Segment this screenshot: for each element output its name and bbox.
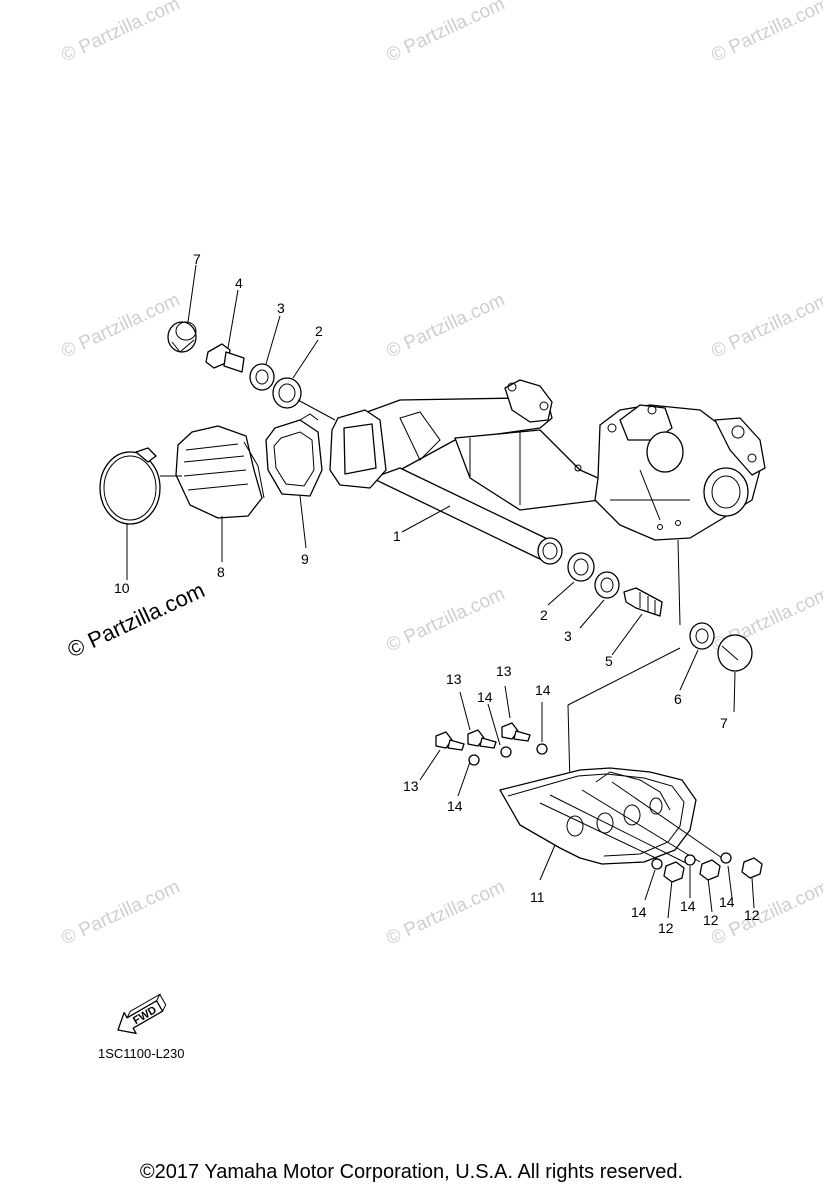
callout-11: 11 xyxy=(530,889,545,905)
callout-14-c: 14 xyxy=(447,798,463,814)
callout-8: 8 xyxy=(217,564,225,580)
part-8-boot xyxy=(175,425,265,519)
callout-2-top: 2 xyxy=(315,323,323,339)
part-14-collars xyxy=(468,743,732,870)
callout-13-a: 13 xyxy=(446,671,462,687)
part-11-guard-plate xyxy=(499,767,726,866)
part-12-nuts xyxy=(663,857,763,883)
callout-10: 10 xyxy=(114,580,130,596)
bolt xyxy=(467,729,497,749)
callout-13-c: 13 xyxy=(403,778,419,794)
callout-3-bottom: 3 xyxy=(564,628,572,644)
callout-12-a: 12 xyxy=(658,920,674,936)
watermark: © Partzilla.com xyxy=(708,289,823,362)
bolt xyxy=(501,722,531,742)
swingarm xyxy=(329,379,766,565)
part-3-seal-top xyxy=(249,363,275,391)
copyright-notice: ©2017 Yamaha Motor Corporation, U.S.A. A… xyxy=(139,1161,684,1183)
callout-5: 5 xyxy=(605,653,613,669)
callout-14-f: 14 xyxy=(719,894,735,910)
bolt xyxy=(435,731,465,751)
part-7-cap-bottom xyxy=(717,634,753,672)
callout-1: 1 xyxy=(393,528,401,544)
part-10-clamp-band xyxy=(99,447,182,525)
callout-13-b: 13 xyxy=(496,663,512,679)
part-6-nut xyxy=(689,622,715,650)
callout-9: 9 xyxy=(301,551,309,567)
callout-14-b: 14 xyxy=(535,682,551,698)
watermark: © Partzilla.com xyxy=(383,289,508,362)
watermark: © Partzilla.com xyxy=(58,876,183,949)
part-13-bolts xyxy=(435,722,531,751)
watermark: © Partzilla.com xyxy=(383,0,508,67)
part-3-seal-bottom xyxy=(594,571,620,599)
fwd-label: FWD xyxy=(131,1004,159,1027)
watermark: © Partzilla.com xyxy=(708,876,823,949)
callout-2-bottom: 2 xyxy=(540,607,548,623)
watermark: © Partzilla.com xyxy=(708,0,823,67)
callout-3-top: 3 xyxy=(277,300,285,316)
part-2-bearing-bottom xyxy=(567,552,595,582)
callout-7-bottom: 7 xyxy=(720,715,728,731)
callout-12-c: 12 xyxy=(744,907,760,923)
watermark: © Partzilla.com xyxy=(383,583,508,656)
part-7-cap-top xyxy=(167,321,197,353)
callout-14-d: 14 xyxy=(631,904,647,920)
watermark: © Partzilla.com xyxy=(58,0,183,67)
callout-14-a: 14 xyxy=(477,689,493,705)
callout-14-e: 14 xyxy=(680,898,696,914)
part-5-pivot-shaft xyxy=(623,587,663,617)
leader-lines xyxy=(126,264,755,919)
fwd-arrow-icon: FWD xyxy=(117,993,167,1035)
callout-7-top: 7 xyxy=(193,251,201,267)
part-2-bearing-top xyxy=(272,377,336,421)
watermark-large: © Partzilla.com xyxy=(64,577,209,662)
part-4-pivot-bolt xyxy=(205,343,245,373)
part-9-gasket xyxy=(265,413,323,497)
diagram-reference-code: 1SC1100-L230 xyxy=(98,1046,185,1061)
callout-labels: 1 2 2 3 3 4 5 6 7 7 8 9 10 11 12 12 12 1… xyxy=(114,251,760,936)
callout-12-b: 12 xyxy=(703,912,719,928)
watermark: © Partzilla.com xyxy=(383,876,508,949)
callout-4: 4 xyxy=(235,275,243,291)
callout-6: 6 xyxy=(674,691,682,707)
watermark: © Partzilla.com xyxy=(58,289,183,362)
